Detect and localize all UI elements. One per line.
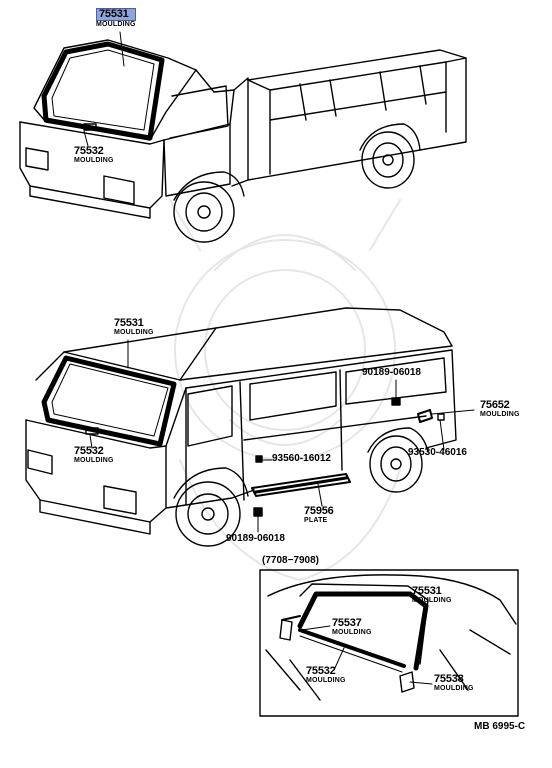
- part-name: MOULDING: [74, 157, 114, 164]
- van-rear-clip-callout[interactable]: 93530-46016: [408, 448, 467, 458]
- diagram-code: MB 6995-C: [474, 722, 525, 732]
- part-number: 75531: [412, 585, 442, 597]
- part-name: MOULDING: [74, 457, 114, 464]
- part-number: 75531: [114, 317, 144, 329]
- truck-windshield-moulding-callout[interactable]: 75531 MOULDING: [96, 8, 136, 28]
- van-door-clip-callout[interactable]: 93560-16012: [272, 454, 331, 464]
- pickup-truck-drawing: [19, 31, 467, 243]
- part-number: 75532: [74, 145, 104, 157]
- part-number: 75532: [74, 445, 104, 457]
- part-number: 75537: [332, 617, 362, 629]
- watermark-emblem: [169, 199, 401, 581]
- part-number: 90189-06018: [226, 533, 285, 544]
- part-name: MOULDING: [434, 685, 474, 692]
- inset-right-side-moulding-callout[interactable]: 75538 MOULDING: [434, 673, 474, 693]
- van-rear-moulding-callout[interactable]: 75652 MOULDING: [480, 399, 520, 419]
- inset-range: (7708−7908): [262, 555, 319, 566]
- part-number: 75531: [96, 8, 136, 21]
- part-name: MOULDING: [306, 677, 346, 684]
- part-number: 93560-16012: [272, 453, 331, 464]
- van-upper-bolt-callout[interactable]: 90189-06018: [362, 368, 421, 378]
- part-number: 75538: [434, 673, 464, 685]
- van-windshield-moulding-callout[interactable]: 75531 MOULDING: [114, 317, 154, 337]
- part-name: MOULDING: [480, 411, 520, 418]
- van-drawing: [25, 307, 475, 547]
- van-lower-moulding-callout[interactable]: 75532 MOULDING: [74, 445, 114, 465]
- part-number: 90189-06018: [362, 367, 421, 378]
- inset-drawing: [259, 569, 519, 717]
- part-name: MOULDING: [114, 329, 154, 336]
- inset-left-side-moulding-callout[interactable]: 75537 MOULDING: [332, 617, 372, 637]
- part-number: 75956: [304, 505, 334, 517]
- diagram-code-text: MB 6995-C: [474, 721, 526, 732]
- part-name: PLATE: [304, 517, 328, 524]
- part-name: MOULDING: [412, 597, 452, 604]
- part-number: 75652: [480, 399, 510, 411]
- part-number: 93530-46016: [408, 447, 467, 458]
- truck-lower-moulding-callout[interactable]: 75532 MOULDING: [74, 145, 114, 165]
- inset-lower-moulding-callout[interactable]: 75532 MOULDING: [306, 665, 346, 685]
- part-name: MOULDING: [332, 629, 372, 636]
- part-number: 75532: [306, 665, 336, 677]
- van-step-plate-callout[interactable]: 75956 PLATE: [304, 505, 334, 525]
- part-name: MOULDING: [96, 21, 136, 28]
- inset-upper-moulding-callout[interactable]: 75531 MOULDING: [412, 585, 452, 605]
- inset-range-label: (7708−7908): [262, 556, 319, 566]
- van-lower-bolt-callout[interactable]: 90189-06018: [226, 534, 285, 544]
